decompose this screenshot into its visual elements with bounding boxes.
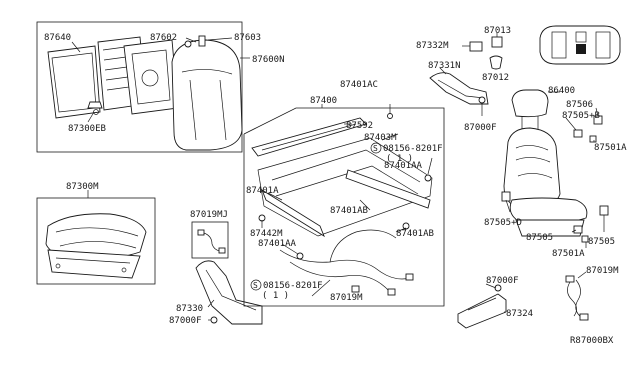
part-87013 [491,36,503,48]
seat-cushion-assy [509,197,588,224]
label-87401AB-a: 87401AB [330,206,368,216]
harness-87019M [279,249,411,280]
seat-location-marker [576,44,586,54]
diagram-reference-code: R87000BX [570,336,614,346]
label-87506: 87506 [566,100,593,110]
label-87400: 87400 [310,96,337,106]
label-87505-a: 87505 [526,233,553,243]
rail-right [345,169,431,209]
part-87505D [501,191,511,202]
seat-back-group: 87640 87602 87603 87600N 87300EB [36,21,285,153]
label-87403M: 87403M [364,133,397,143]
screw-87000F-a [478,96,486,104]
part-87501A-a [589,135,597,143]
rail-left [261,188,325,238]
part-87505-b [599,205,609,216]
label-87401AA-b: 87401AA [258,239,297,249]
harness-87019M-b [567,281,577,317]
label-87000F-a: 87000F [464,123,497,133]
label-08156-b: 08156-8201F [263,281,323,291]
label-87401AC: 87401AC [340,80,378,90]
label-87640: 87640 [44,33,71,43]
label-87600N: 87600N [252,55,285,65]
part-87505-a [573,225,583,234]
bolt-symbol-b [250,279,262,291]
label-87592: 87592 [346,121,373,131]
label-86400: 86400 [548,86,575,96]
seat-back-frame-box [36,21,243,153]
label-87505D: 87505+D [484,218,522,228]
label-87324: 87324 [506,309,533,319]
label-87501A-b: 87501A [552,249,585,259]
back-board-panel [47,45,101,119]
label-87300M: 87300M [66,182,99,192]
label-87603: 87603 [234,33,261,43]
finisher-parts-group: 87332M 87013 87331N 87012 87000F [416,26,511,133]
label-87505-b: 87505 [588,237,615,247]
label-87331N: 87331N [428,61,461,71]
bolt-symbol-b-letter: S [253,281,258,290]
label-87442M: 87442M [250,229,283,239]
screw-87000F-c [494,284,502,292]
side-finisher-group: 87330 87000F [169,260,263,326]
label-87401AA-a: 87401AA [384,161,423,171]
label-87330: 87330 [176,304,203,314]
bolt-symbol-a-letter: S [373,144,378,153]
cushion-frame [47,249,141,279]
label-87300EB: 87300EB [68,124,106,134]
seat-cushion-box [36,197,156,285]
seat-frame-87403M [257,137,433,237]
part-87012 [489,55,503,70]
seat-back-assy [503,127,561,209]
label-08156-a: 08156-8201F [383,144,443,154]
label-87013: 87013 [484,26,511,36]
label-87602: 87602 [150,33,177,43]
label-87000F-b: 87000F [169,316,202,326]
label-87000F-c: 87000F [486,276,519,286]
seat-track-group: 87401AC 87400 87592 87403M S 08156-8201F… [243,80,445,307]
label-87019M-b: 87019M [586,266,619,276]
label-87332M: 87332M [416,41,449,51]
label-87501A-a: 87501A [594,143,627,153]
side-finisher-part [195,260,263,325]
label-87401AB-b: 87401AB [396,229,434,239]
label-08156-b-qty: ( 1 ) [262,291,289,301]
lower-right-parts-group: 87000F 87019M 87324 [457,266,619,329]
label-08156-a-qty: ( 1 ) [386,154,413,164]
vehicle-location-icon [539,25,621,65]
headrest-86400 [511,89,549,118]
label-87401A-a: 87401A [246,186,279,196]
bolt-symbol-a [370,142,382,154]
back-cover-trim [171,39,243,151]
label-87019MJ: 87019MJ [190,210,228,220]
seat-track-box [243,107,445,307]
seat-cushion-group: 87300M [36,182,156,285]
part-87501A-b [581,235,589,243]
label-87505B: 87505+B [562,111,600,121]
back-frame-panel [123,39,179,115]
harness-jumper-group: 87019MJ [190,210,229,259]
label-87012: 87012 [482,73,509,83]
seat-assembly-group: 86400 87506 87505+B 87501A 87505+D 87505… [484,86,627,259]
harness-jumper-box [191,221,229,259]
part-87324 [457,293,507,329]
part-87505B [573,129,583,138]
clip-87332M [469,41,483,52]
label-87019M-a: 87019M [330,293,363,303]
